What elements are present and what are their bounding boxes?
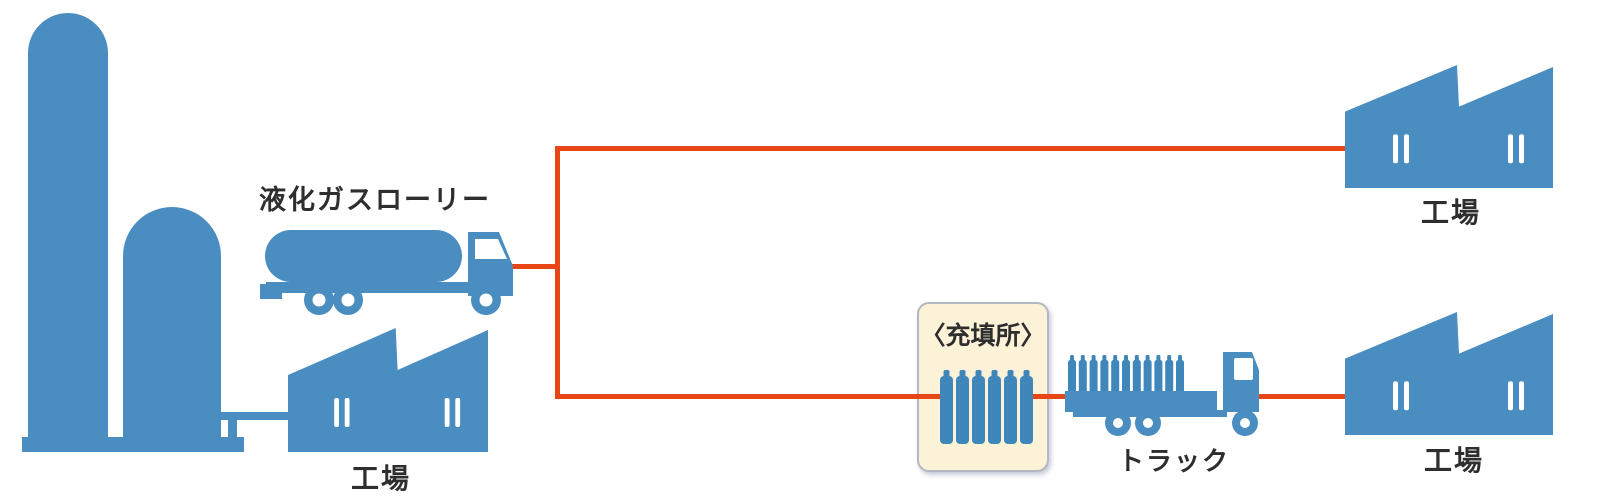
route-split-vertical: [555, 146, 560, 399]
route-from-tanker: [511, 264, 558, 269]
factory-top-right-icon: [1345, 65, 1553, 188]
factory-left-icon: [288, 328, 488, 452]
tank-base: [22, 437, 244, 452]
route-to-filling-station: [555, 394, 945, 399]
storage-tank-small: [123, 207, 221, 437]
factory-bottom-right-icon: [1345, 312, 1553, 435]
storage-tank-large: [28, 13, 108, 437]
pipe: [210, 412, 292, 420]
factory-bottom-right-label: 工場: [1423, 444, 1485, 477]
factory-top-right-label: 工場: [1420, 196, 1482, 229]
route-truck-to-factory: [1253, 394, 1345, 399]
pipe-drop: [228, 418, 237, 442]
filling-station-label: 〈充填所〉: [920, 321, 1046, 350]
tanker-lorry-icon: [258, 224, 518, 316]
route-to-top-factory: [555, 146, 1345, 151]
route-station-to-truck: [1030, 394, 1067, 399]
gas-cylinders-icon: [939, 369, 1035, 445]
cylinder-truck-icon: [1055, 346, 1265, 440]
cylinder-truck-label: トラック: [1117, 447, 1231, 477]
factory-left-label: 工場: [350, 462, 412, 495]
tanker-lorry-label: 液化ガスローリー: [259, 185, 491, 216]
